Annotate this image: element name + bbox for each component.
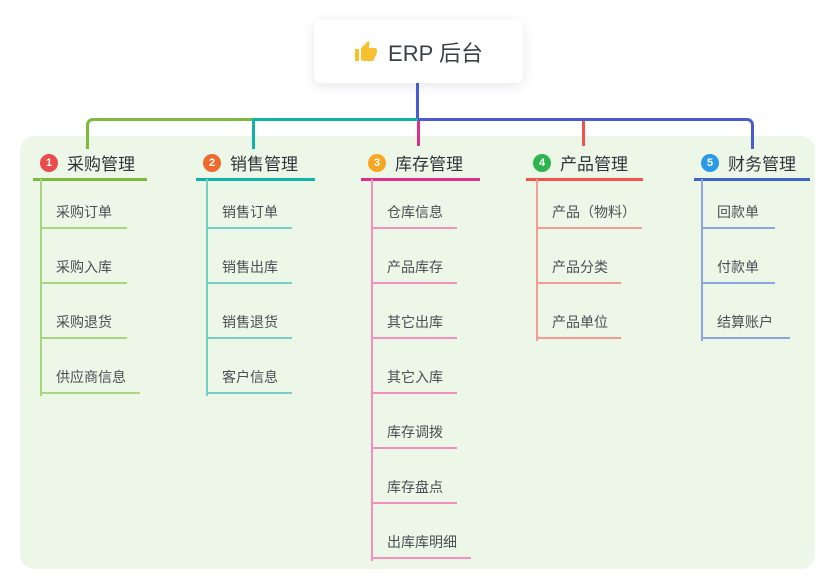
connector-root-line xyxy=(416,83,419,119)
child-label: 采购退货 xyxy=(56,314,112,330)
child-label: 销售订单 xyxy=(222,204,278,220)
child-label: 回款单 xyxy=(717,204,759,220)
child-node[interactable]: 产品（物料） xyxy=(536,199,642,229)
branch-label: 财务管理 xyxy=(728,155,796,174)
child-label: 采购入库 xyxy=(56,259,112,275)
child-node[interactable]: 付款单 xyxy=(701,254,775,284)
connector-branch1-line xyxy=(86,118,255,149)
branch-badge: 2 xyxy=(203,153,221,172)
child-label: 销售退货 xyxy=(222,314,278,330)
branch-title-inventory[interactable]: 3 库存管理 xyxy=(361,147,480,181)
child-node[interactable]: 库存调拨 xyxy=(371,419,457,449)
child-label: 库存调拨 xyxy=(387,424,443,440)
branch-label: 库存管理 xyxy=(395,155,463,174)
root-title: ERP 后台 xyxy=(388,40,483,66)
child-node[interactable]: 客户信息 xyxy=(206,364,292,394)
child-node[interactable]: 结算账户 xyxy=(701,309,790,339)
root-node[interactable]: ERP 后台 xyxy=(314,20,523,83)
child-node[interactable]: 库存盘点 xyxy=(371,474,457,504)
branch-badge: 4 xyxy=(533,153,551,172)
branches-panel xyxy=(20,136,815,569)
branch2-vline xyxy=(206,179,208,396)
branch1-vline xyxy=(40,179,42,396)
child-node[interactable]: 出库库明细 xyxy=(371,529,471,559)
child-label: 销售出库 xyxy=(222,259,278,275)
branch-title-finance[interactable]: 5 财务管理 xyxy=(694,147,810,181)
child-label: 其它入库 xyxy=(387,369,443,385)
child-node[interactable]: 产品单位 xyxy=(536,309,621,339)
thumbs-up-icon xyxy=(355,40,378,61)
child-node[interactable]: 产品分类 xyxy=(536,254,621,284)
child-label: 产品单位 xyxy=(552,314,608,330)
child-node[interactable]: 其它出库 xyxy=(371,309,457,339)
child-label: 采购订单 xyxy=(56,204,112,220)
child-label: 其它出库 xyxy=(387,314,443,330)
branch-label: 产品管理 xyxy=(560,155,628,174)
branch-label: 销售管理 xyxy=(230,155,298,174)
child-node[interactable]: 销售订单 xyxy=(206,199,292,229)
child-node[interactable]: 采购入库 xyxy=(40,254,127,284)
child-label: 产品分类 xyxy=(552,259,608,275)
child-node[interactable]: 供应商信息 xyxy=(40,364,140,394)
child-label: 结算账户 xyxy=(717,314,773,330)
child-node[interactable]: 回款单 xyxy=(701,199,775,229)
branch5-vline xyxy=(701,179,703,341)
connector-branch4-line xyxy=(582,121,585,146)
branch-title-product[interactable]: 4 产品管理 xyxy=(526,147,643,181)
child-node[interactable]: 销售退货 xyxy=(206,309,292,339)
child-label: 客户信息 xyxy=(222,369,278,385)
child-node[interactable]: 销售出库 xyxy=(206,254,292,284)
child-label: 出库库明细 xyxy=(387,534,457,550)
branch4-vline xyxy=(536,179,538,341)
child-node[interactable]: 产品库存 xyxy=(371,254,457,284)
child-label: 供应商信息 xyxy=(56,369,126,385)
child-node[interactable]: 采购退货 xyxy=(40,309,127,339)
child-label: 付款单 xyxy=(717,259,759,275)
connector-branch2-line xyxy=(252,118,421,149)
child-node[interactable]: 仓库信息 xyxy=(371,199,457,229)
branch-badge: 1 xyxy=(40,153,58,172)
connector-branch5-line xyxy=(418,118,754,149)
child-label: 产品（物料） xyxy=(552,204,636,220)
child-node[interactable]: 其它入库 xyxy=(371,364,457,394)
branch-badge: 3 xyxy=(368,153,386,172)
child-label: 库存盘点 xyxy=(387,479,443,495)
connector-branch3-line xyxy=(417,121,420,146)
child-node[interactable]: 采购订单 xyxy=(40,199,127,229)
branch-title-sales[interactable]: 2 销售管理 xyxy=(196,147,315,181)
child-label: 产品库存 xyxy=(387,259,443,275)
child-label: 仓库信息 xyxy=(387,204,443,220)
branch-badge: 5 xyxy=(701,153,719,172)
branch-title-purchase[interactable]: 1 采购管理 xyxy=(33,147,147,181)
branch-label: 采购管理 xyxy=(67,155,135,174)
branch3-vline xyxy=(371,179,373,561)
